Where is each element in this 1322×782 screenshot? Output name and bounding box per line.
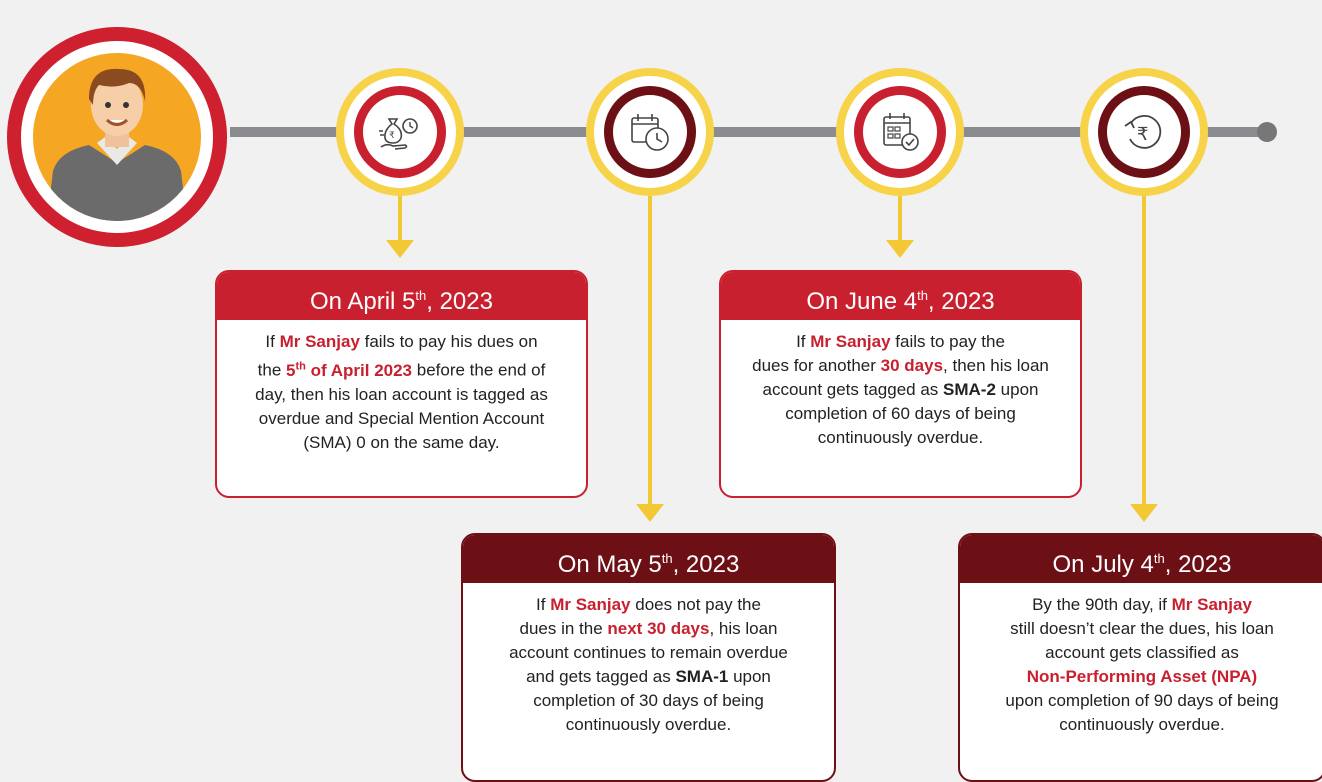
connector-june [898, 196, 902, 240]
calendar-check-icon [883, 113, 919, 151]
arrow-april [386, 240, 414, 258]
timeline-end-dot [1257, 122, 1277, 142]
event-header-may: On May 5th, 2023 [463, 535, 834, 583]
event-card-may: On May 5th, 2023 If Mr Sanjay does not p… [461, 533, 836, 782]
svg-text:₹: ₹ [1137, 124, 1148, 145]
event-body-april: If Mr Sanjay fails to pay his dues on th… [255, 332, 548, 452]
event-header-june: On June 4th, 2023 [721, 272, 1080, 320]
connector-may [648, 196, 652, 504]
event-card-june: On June 4th, 2023 If Mr Sanjay fails to … [719, 270, 1082, 498]
event-body-may: If Mr Sanjay does not pay the dues in th… [509, 595, 788, 734]
avatar [7, 27, 227, 247]
arrow-may [636, 504, 664, 522]
svg-text:₹: ₹ [389, 131, 395, 141]
timeline-line [230, 127, 1265, 137]
event-card-april: On April 5th, 2023 If Mr Sanjay fails to… [215, 270, 588, 498]
money-bag-clock-icon: ₹ [379, 118, 418, 150]
timeline-node-3 [836, 68, 964, 196]
arrow-june [886, 240, 914, 258]
connector-april [398, 196, 402, 240]
event-card-july: On July 4th, 2023 By the 90th day, if Mr… [958, 533, 1322, 782]
connector-july [1142, 196, 1146, 504]
event-header-april: On April 5th, 2023 [217, 272, 586, 320]
event-body-july: By the 90th day, if Mr Sanjay still does… [1005, 595, 1279, 734]
man-avatar-icon [33, 53, 201, 221]
timeline-node-1: ₹ [336, 68, 464, 196]
timeline-node-2 [586, 68, 714, 196]
event-body-june: If Mr Sanjay fails to pay the dues for a… [752, 332, 1049, 447]
event-header-july: On July 4th, 2023 [960, 535, 1322, 583]
arrow-july [1130, 504, 1158, 522]
timeline-node-4: ₹ [1080, 68, 1208, 196]
calendar-clock-icon [631, 114, 669, 151]
rupee-refresh-icon: ₹ [1124, 114, 1162, 149]
